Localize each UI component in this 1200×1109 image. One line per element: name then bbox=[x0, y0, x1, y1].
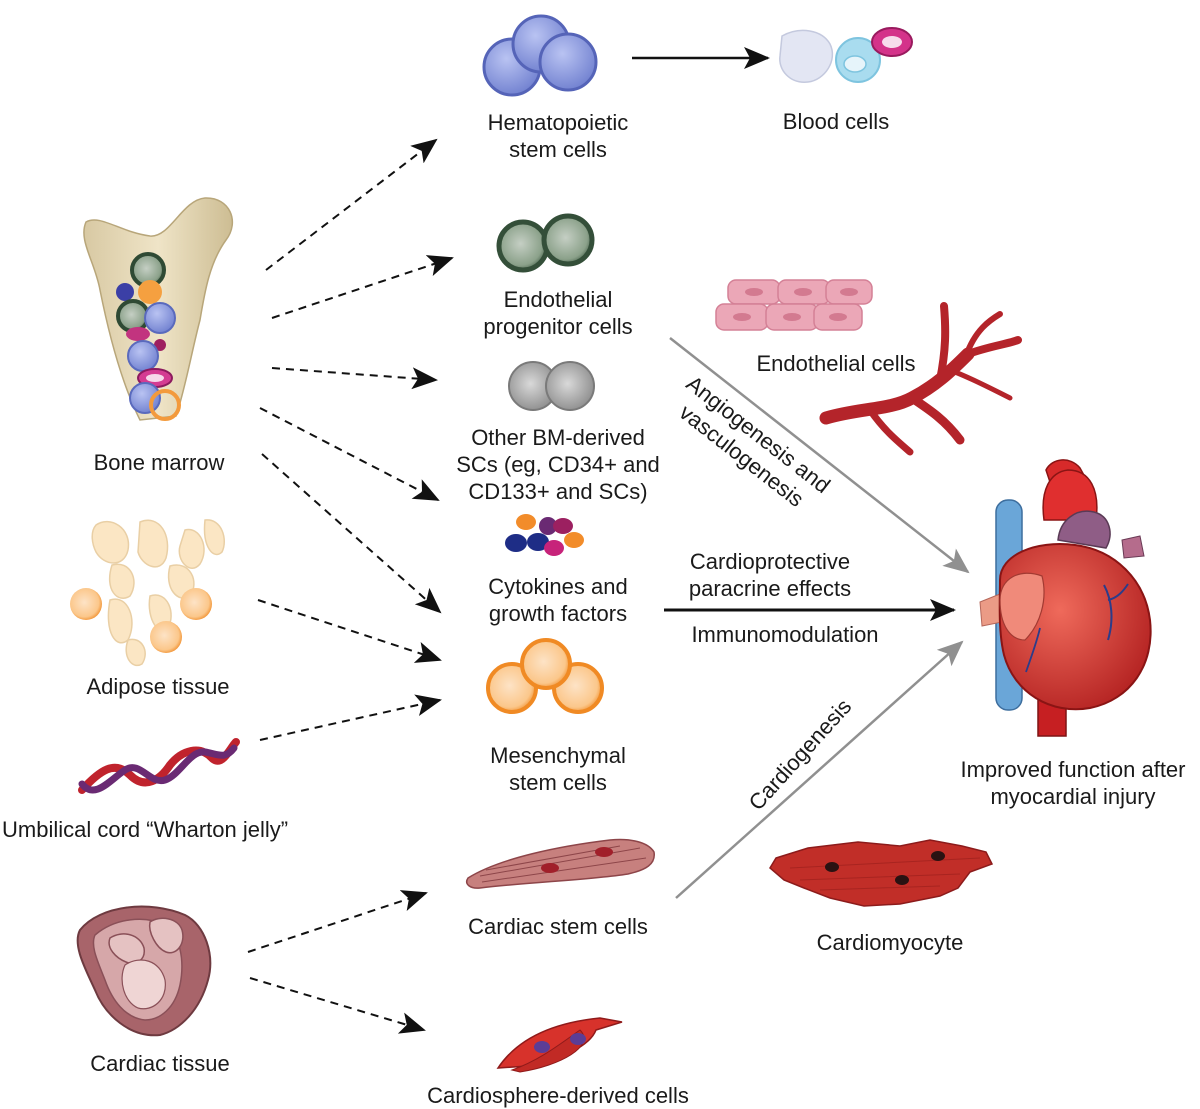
label-cardioprotective-line-2: paracrine effects bbox=[688, 576, 852, 601]
label-cytokines-line-2: growth factors bbox=[488, 601, 628, 626]
other-bm-cells-illustration bbox=[508, 361, 595, 411]
arrow-bm-to-epc bbox=[271, 255, 454, 319]
heart-illustration bbox=[979, 459, 1152, 737]
label-umbilical-cord: Umbilical cord “Wharton jelly” bbox=[2, 817, 289, 842]
label-hematopoietic: Hematopoietic stem cells bbox=[448, 109, 668, 163]
label-cardioprotective: Cardioprotective paracrine effects bbox=[660, 548, 880, 602]
hematopoietic-cells-illustration bbox=[482, 14, 598, 97]
arrow-bm-to-other bbox=[271, 367, 438, 390]
bone-marrow-illustration bbox=[83, 197, 234, 421]
arrow-bm-to-cytokines bbox=[259, 407, 440, 501]
cardiomyocyte-illustration bbox=[769, 839, 994, 907]
label-msc-line-1: Mesenchymal bbox=[490, 743, 626, 768]
arrow-cardiogenesis bbox=[675, 640, 964, 899]
label-other-bm: Other BM-derived SCs (eg, CD34+ and CD13… bbox=[438, 424, 678, 505]
arrow-cardiac-to-cdc bbox=[249, 977, 426, 1034]
label-cardiomyocyte: Cardiomyocyte bbox=[816, 930, 964, 955]
label-other-bm-line-2: SCs (eg, CD34+ and bbox=[456, 452, 660, 477]
label-hematopoietic-line-2: stem cells bbox=[509, 137, 607, 162]
arrow-bm-to-hsc bbox=[265, 138, 438, 271]
cardiac-tissue-illustration bbox=[76, 905, 212, 1037]
endothelial-progenitor-illustration bbox=[496, 213, 595, 273]
arrow-cord-to-msc bbox=[259, 694, 442, 741]
arrow-bm-to-msc bbox=[261, 453, 442, 614]
label-improved-line-2: myocardial injury bbox=[990, 784, 1156, 809]
label-adipose-tissue: Adipose tissue bbox=[86, 674, 230, 699]
label-cytokines-line-1: Cytokines and bbox=[488, 574, 628, 599]
arrow-angiogenesis bbox=[669, 337, 970, 574]
cardiac-stem-cells-illustration bbox=[466, 838, 655, 889]
blood-vessel-illustration bbox=[819, 302, 1022, 456]
label-cardiosphere: Cardiosphere-derived cells bbox=[427, 1083, 689, 1108]
mesenchymal-cells-illustration bbox=[486, 638, 604, 714]
label-other-bm-line-1: Other BM-derived bbox=[471, 425, 645, 450]
adipose-tissue-illustration bbox=[70, 519, 226, 667]
label-blood-cells: Blood cells bbox=[782, 109, 890, 134]
label-endothelial-cells: Endothelial cells bbox=[756, 351, 916, 376]
endothelial-cells-illustration bbox=[715, 279, 873, 331]
blood-cells-illustration bbox=[779, 27, 913, 83]
label-cardioprotective-line-1: Cardioprotective bbox=[689, 549, 851, 574]
arrow-adipose-to-msc bbox=[257, 599, 442, 663]
source-arrows bbox=[247, 138, 454, 1034]
label-improved-line-1: Improved function after bbox=[960, 757, 1186, 782]
label-other-bm-line-3: CD133+ and SCs) bbox=[468, 479, 648, 504]
label-bone-marrow: Bone marrow bbox=[93, 450, 225, 475]
arrow-cardiac-to-csc bbox=[247, 890, 428, 953]
label-mesenchymal: Mesenchymal stem cells bbox=[448, 742, 668, 796]
label-improved-function: Improved function after myocardial injur… bbox=[946, 756, 1200, 810]
label-msc-line-2: stem cells bbox=[509, 770, 607, 795]
label-epc-line-1: Endothelial bbox=[503, 287, 613, 312]
label-endothelial-progenitor: Endothelial progenitor cells bbox=[448, 286, 668, 340]
label-epc-line-2: progenitor cells bbox=[483, 314, 633, 339]
umbilical-cord-illustration bbox=[78, 738, 240, 794]
label-hematopoietic-line-1: Hematopoietic bbox=[487, 110, 629, 135]
cardiosphere-cells-illustration bbox=[496, 1017, 623, 1073]
label-immunomodulation: Immunomodulation bbox=[691, 622, 879, 647]
cytokines-illustration bbox=[505, 514, 584, 556]
label-cardiac-tissue: Cardiac tissue bbox=[90, 1051, 230, 1076]
label-cardiac-stem-cells: Cardiac stem cells bbox=[468, 914, 648, 939]
label-cytokines: Cytokines and growth factors bbox=[448, 573, 668, 627]
